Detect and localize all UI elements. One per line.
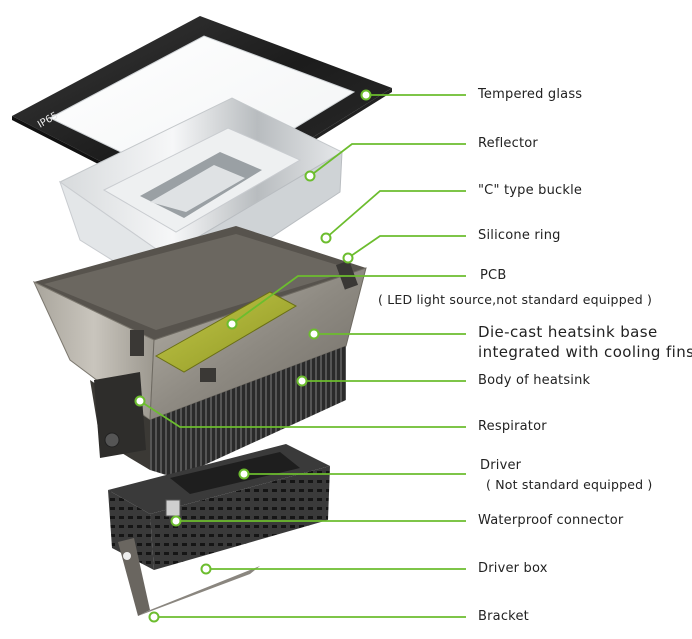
label-tempered-glass: Tempered glass — [478, 87, 583, 102]
callout-line-c-buckle — [325, 190, 466, 239]
label-bracket: Bracket — [478, 609, 529, 624]
callout-dot-tempered-glass — [360, 89, 372, 101]
label-silicone-ring: Silicone ring — [478, 228, 561, 243]
callout-line-reflector — [309, 143, 466, 177]
heatsink-base — [32, 226, 367, 421]
callout-dot-pcb — [226, 318, 238, 330]
label-heatsink-base-line1: Die-cast heatsink base — [478, 323, 658, 341]
label-pcb: PCB — [480, 268, 507, 283]
label-body-of-heatsink: Body of heatsink — [478, 373, 591, 388]
callout-dot-body-heatsink — [296, 375, 308, 387]
label-reflector: Reflector — [478, 136, 538, 151]
callout-line-respirator — [139, 400, 466, 428]
respirator-box — [94, 372, 146, 458]
label-driver-note: ( Not standard equipped ) — [486, 477, 653, 492]
callout-dot-respirator — [134, 395, 146, 407]
callout-dot-driver — [238, 468, 250, 480]
callout-line-pcb — [231, 275, 466, 325]
bracket — [118, 538, 260, 616]
label-heatsink-base-line2: integrated with cooling fins — [478, 343, 692, 361]
callout-dot-reflector — [304, 170, 316, 182]
callout-dot-waterproof-connector — [170, 515, 182, 527]
label-driver: Driver — [480, 458, 522, 473]
callout-lines — [139, 94, 466, 618]
driver-box — [108, 444, 330, 570]
callout-dots — [134, 89, 372, 623]
callout-dot-c-buckle — [320, 232, 332, 244]
callout-line-silicone-ring — [347, 235, 466, 259]
callout-dot-bracket — [148, 611, 160, 623]
label-driver-box: Driver box — [478, 561, 548, 576]
label-waterproof-connector: Waterproof connector — [478, 513, 624, 528]
label-c-type-buckle: "C" type buckle — [478, 183, 583, 198]
callout-dot-heatsink-base — [308, 328, 320, 340]
label-respirator: Respirator — [478, 419, 547, 434]
label-pcb-note: ( LED light source,not standard equipped… — [378, 292, 653, 307]
callout-dot-driver-box — [200, 563, 212, 575]
callout-dot-silicone-ring — [342, 252, 354, 264]
pcb — [154, 291, 298, 373]
